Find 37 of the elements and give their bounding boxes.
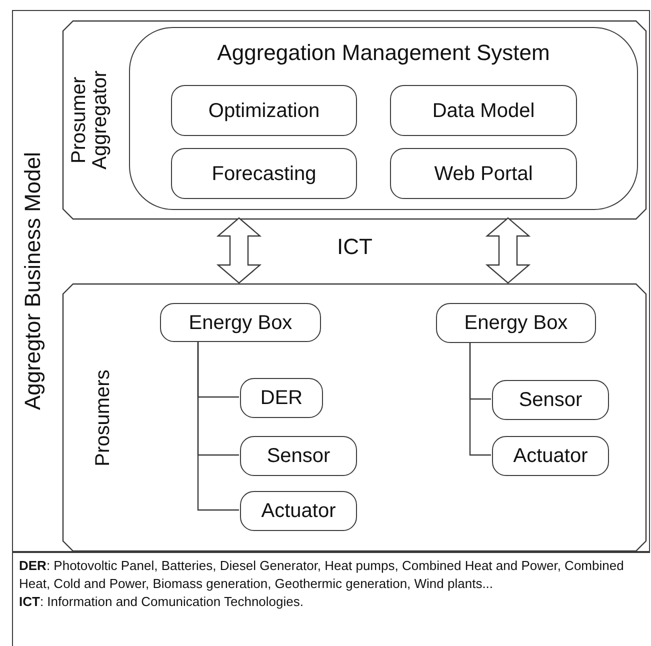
device-box — [436, 303, 596, 343]
prosumers-panel — [63, 284, 646, 551]
tree-connector — [469, 342, 491, 456]
definition-note: ICT: Information and Comunication Technologies. — [19, 593, 304, 611]
device-label: Energy Box — [464, 311, 568, 336]
device-box — [492, 436, 609, 476]
panel-title: Prosumer Aggregator — [69, 70, 112, 170]
tree-connector — [197, 341, 239, 511]
device-box — [492, 380, 609, 420]
device-label: Sensor — [266, 444, 330, 469]
frame-title: Aggregtor Business Model — [21, 152, 44, 410]
device-box — [240, 436, 357, 476]
module-label: Forecasting — [212, 162, 316, 186]
module-box — [171, 85, 357, 136]
device-box — [240, 378, 323, 418]
link-label: ICT — [337, 236, 372, 258]
definition-note: DER: Photovoltic Panel, Batteries, Diesel Generator, Heat pumps, Combined Heat and Power, Combined Heat, Cold and Power, Biomass generation, Geothermic generation, Wind plants... — [19, 557, 625, 593]
module-box — [390, 148, 577, 199]
aggregator-panel — [63, 21, 646, 219]
device-label: Actuator — [261, 499, 336, 524]
device-label: DER — [260, 386, 303, 411]
device-box — [160, 303, 321, 342]
double-block-arrow — [216, 217, 262, 284]
system-title: Aggregation Management System — [217, 39, 550, 67]
panel-title: Prosumers — [93, 369, 114, 466]
module-box — [171, 148, 357, 199]
module-label: Data Model — [432, 98, 535, 124]
device-label: Actuator — [513, 444, 588, 469]
device-box — [240, 491, 357, 531]
double-block-arrow — [485, 217, 531, 284]
system-box — [129, 27, 638, 210]
outer-frame — [12, 10, 650, 552]
device-label: Energy Box — [188, 310, 292, 336]
module-box — [390, 85, 577, 136]
module-label: Optimization — [208, 98, 320, 124]
module-label: Web Portal — [434, 162, 533, 186]
device-label: Sensor — [518, 388, 582, 413]
